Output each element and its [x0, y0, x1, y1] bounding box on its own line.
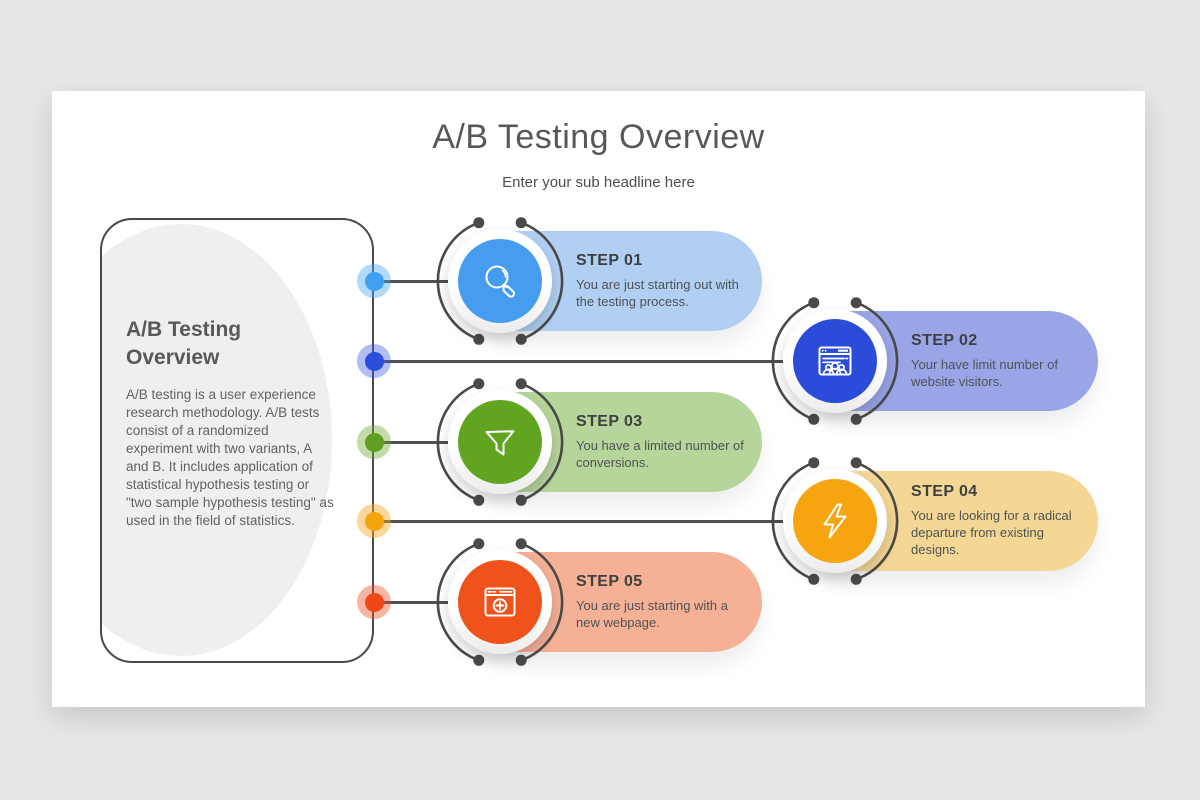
- connector-dot-step-5: [357, 585, 391, 619]
- step-title: STEP 05: [576, 572, 643, 590]
- connector-dot-step-1: [357, 264, 391, 298]
- icon-circle: [793, 479, 877, 563]
- icon-circle: [458, 560, 542, 644]
- step-description: You have a limited number of conversions…: [576, 437, 744, 470]
- step-description: Your have limit number of website visito…: [911, 356, 1058, 389]
- step-description: You are looking for a radical departure …: [911, 508, 1072, 557]
- decor-ring: [436, 538, 564, 666]
- overview-panel: A/B Testing Overview A/B testing is a us…: [100, 218, 374, 663]
- decor-ring: [436, 217, 564, 345]
- step-title: STEP 02: [911, 331, 978, 349]
- page-subtitle: Enter your sub headline here: [502, 174, 695, 191]
- connector-line-step-3: [374, 440, 470, 444]
- funnel-icon: [485, 430, 515, 456]
- connector-dot-step-4: [357, 504, 391, 538]
- panel-heading: A/B Testing Overview: [126, 318, 242, 370]
- panel-body: A/B testing is a user experience researc…: [126, 387, 334, 528]
- connector-line-step-2: [374, 359, 810, 363]
- magnifier-icon: [485, 265, 515, 298]
- connector-line-step-5: [374, 600, 470, 604]
- browser-plus-icon: [484, 587, 516, 617]
- step-title: STEP 03: [576, 412, 643, 430]
- decor-ring: [436, 378, 564, 506]
- connector-line-step-4: [374, 519, 810, 523]
- icon-circle: [793, 319, 877, 403]
- step-title: STEP 01: [576, 251, 643, 269]
- browser-users-icon: [818, 346, 852, 376]
- decor-ring: [771, 297, 899, 425]
- step-description: You are just starting out with the testi…: [576, 276, 739, 309]
- decor-ring: [771, 457, 899, 585]
- step-title: STEP 04: [911, 483, 978, 501]
- icon-circle: [458, 239, 542, 323]
- lightning-icon: [823, 503, 847, 539]
- page-title: A/B Testing Overview: [432, 118, 765, 156]
- step-description: You are just starting with a new webpage…: [576, 597, 728, 630]
- connector-dot-step-2: [357, 344, 391, 378]
- icon-circle: [458, 400, 542, 484]
- connector-line-step-1: [374, 279, 470, 283]
- connector-dot-step-3: [357, 425, 391, 459]
